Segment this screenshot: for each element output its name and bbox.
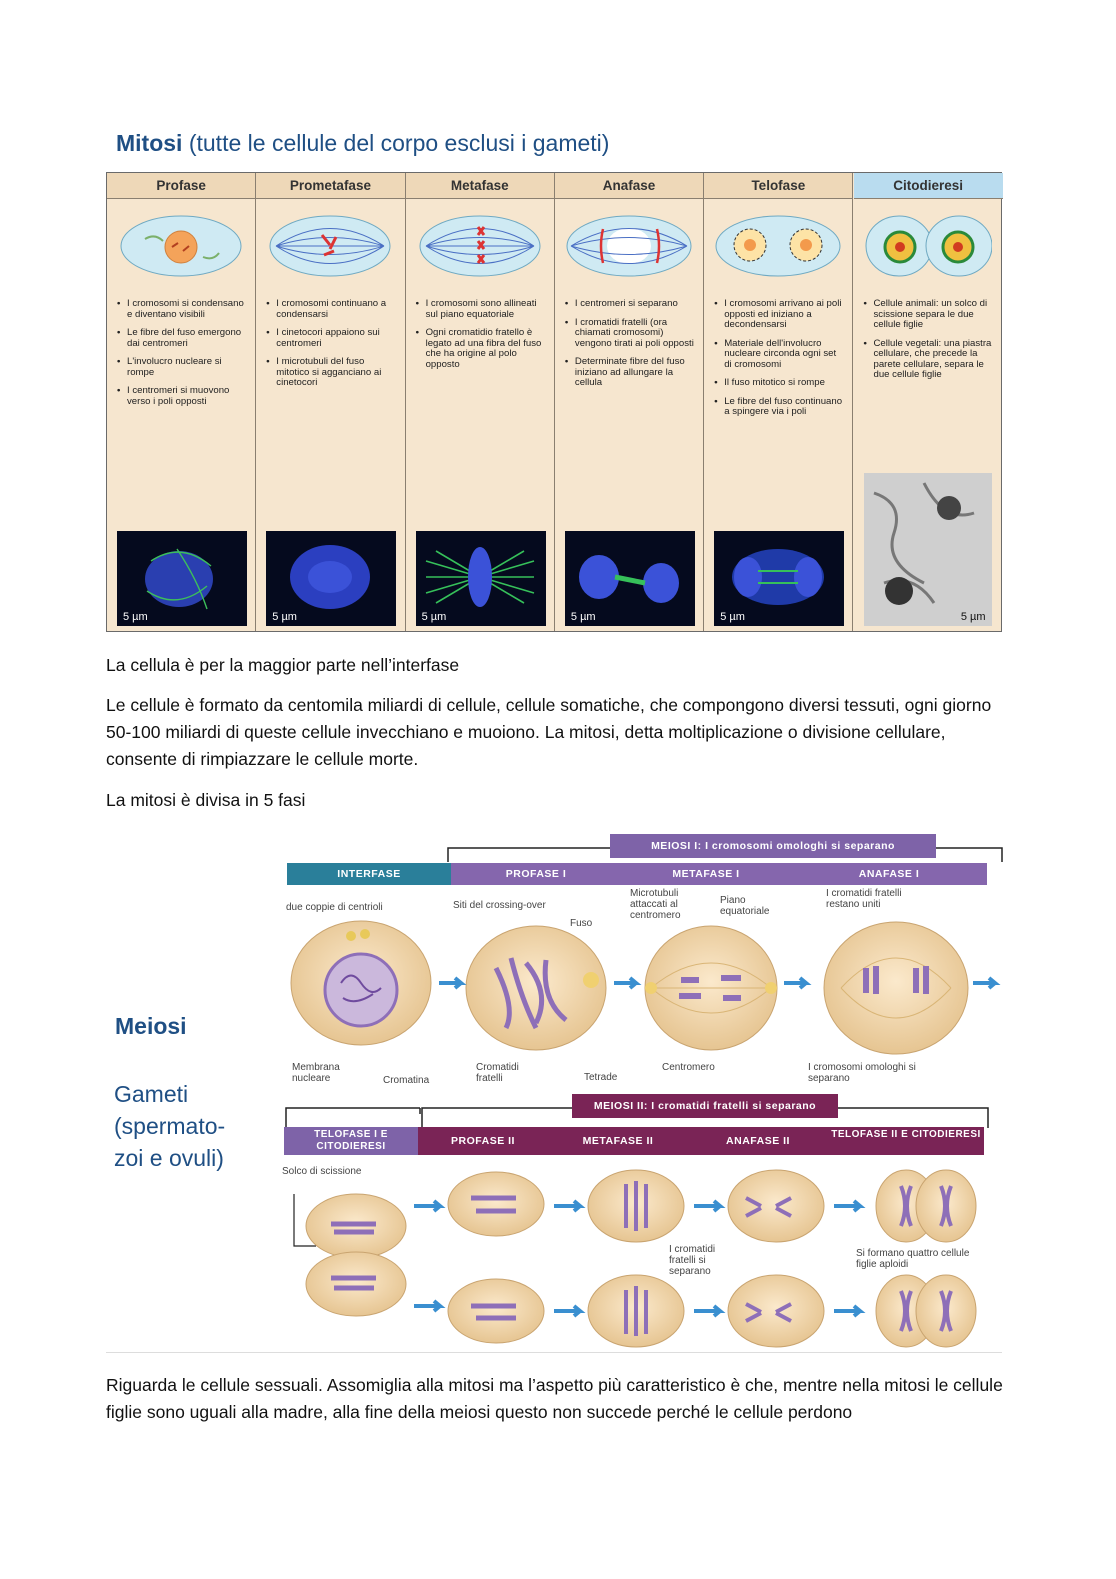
- label-omologhi: I cromosomi omologhi si separano: [808, 1062, 948, 1084]
- band-interfase: INTERFASE: [287, 863, 451, 885]
- mitosis-column-citodieresi: CitodieresiCellule animali: un solco di …: [854, 173, 1003, 631]
- bullet-item: I cromatidi fratelli (ora chiamati cromo…: [565, 318, 695, 350]
- band-profase-1: PROFASE I: [451, 863, 621, 885]
- label-cromatidi-uniti: I cromatidi fratelli restano uniti: [826, 888, 936, 910]
- paragraph-meiosis-description: Riguarda le cellule sessuali. Assomiglia…: [106, 1372, 1006, 1426]
- scale-bar-label: 5 µm: [272, 611, 297, 623]
- mitosis-cell-diagram: [864, 211, 992, 281]
- band-telofase-2: TELOFASE II E CITODIERESI: [828, 1127, 984, 1155]
- mitosis-cell-diagram: [565, 211, 693, 281]
- meiosis-figure: Meiosi Gameti (spermato- zoi e ovuli) ME…: [106, 830, 1002, 1355]
- scale-bar-label: 5 µm: [571, 611, 596, 623]
- scale-bar-label: 5 µm: [720, 611, 745, 623]
- label-centromero: Centromero: [662, 1062, 715, 1073]
- bullet-item: I centromeri si separano: [565, 299, 695, 310]
- mitosis-column-prometafase: Prometafase I cromosomi continuano a cond…: [256, 173, 405, 631]
- bullet-item: Le fibre del fuso emergono dai centromer…: [117, 328, 247, 349]
- label-crossing-over: Siti del crossing-over: [453, 900, 546, 911]
- mitosis-phase-bullets: I cromosomi arrivano ai poli opposti ed …: [714, 299, 844, 426]
- mitosis-cell-diagram: [117, 211, 245, 281]
- label-membrana-nucleare: Membrana nucleare: [292, 1062, 358, 1084]
- bullet-item: I cromosomi arrivano ai poli opposti ed …: [714, 299, 844, 331]
- mitosis-phase-bullets: Cellule animali: un solco di scissione s…: [864, 299, 994, 389]
- label-tetrade: Tetrade: [584, 1072, 617, 1083]
- bullet-item: Ogni cromatidio fratello è legato ad una…: [416, 328, 546, 370]
- mitosis-phase-heading: Telofase: [704, 173, 852, 199]
- mitosis-phases-table: Profase I cromosomi si condensano e diven…: [106, 172, 1002, 632]
- mitosis-cell-diagram: [714, 211, 842, 281]
- meiosis-row2-cells: [286, 1166, 998, 1356]
- band-anafase-2: ANAFASE II: [688, 1127, 828, 1155]
- band-metafase-2: METAFASE II: [548, 1127, 688, 1155]
- band-anafase-1: ANAFASE I: [791, 863, 987, 885]
- bullet-item: Cellule animali: un solco di scissione s…: [864, 299, 994, 331]
- mitosis-cell-diagram: [266, 211, 394, 281]
- mitosis-phase-heading: Prometafase: [256, 173, 404, 199]
- label-fuso: Fuso: [570, 918, 592, 929]
- bullet-item: L'involucro nucleare si rompe: [117, 357, 247, 378]
- label-microtubuli: Microtubuli attaccati al centromero: [630, 888, 700, 921]
- label-cromatidi-fratelli: Cromatidi fratelli: [476, 1062, 536, 1084]
- paragraph-mitosis-phases: La mitosi è divisa in 5 fasi: [106, 787, 1006, 814]
- micrograph-image: 5 µm: [864, 473, 992, 626]
- mitosis-column-profase: Profase I cromosomi si condensano e diven…: [107, 173, 256, 631]
- bullet-item: Determinate fibre del fuso iniziano ad a…: [565, 357, 695, 389]
- bullet-item: I microtubuli del fuso mitotico si aggan…: [266, 357, 396, 389]
- mitosis-phase-heading: Profase: [107, 173, 255, 199]
- scale-bar-label: 5 µm: [961, 611, 986, 623]
- micrograph-image: 5 µm: [565, 531, 695, 626]
- mitosis-column-metafase: Metafase I cromosomi sono allineati sul p…: [406, 173, 555, 631]
- paragraph-mitosis-description: Le cellule è formato da centomila miliar…: [106, 692, 1006, 773]
- mitosis-phase-bullets: I cromosomi sono allineati sul piano equ…: [416, 299, 546, 378]
- label-piano-equatoriale: Piano equatoriale: [720, 895, 790, 917]
- band-metafase-1: METAFASE I: [621, 863, 791, 885]
- mitosis-phase-bullets: I centromeri si separano I cromatidi frat…: [565, 299, 695, 397]
- label-centrioli: due coppie di centrioli: [286, 902, 383, 913]
- bullet-item: I cromosomi sono allineati sul piano equ…: [416, 299, 546, 320]
- band-profase-2: PROFASE II: [418, 1127, 548, 1155]
- bullet-item: I cromosomi si condensano e diventano vi…: [117, 299, 247, 320]
- mitosis-figure-title: Mitosi (tutte le cellule del corpo esclu…: [116, 130, 609, 157]
- scale-bar-label: 5 µm: [422, 611, 447, 623]
- band-telofase-1: TELOFASE I E CITODIERESI: [284, 1127, 418, 1155]
- mitosis-phase-bullets: I cromosomi si condensano e diventano vi…: [117, 299, 247, 415]
- meiosis-subtitle: Gameti (spermato- zoi e ovuli): [114, 1078, 225, 1174]
- meiosis-title: Meiosi: [115, 1013, 187, 1040]
- bullet-item: Cellule vegetali: una piastra cellulare,…: [864, 339, 994, 381]
- bullet-item: Le fibre del fuso continuano a spingere …: [714, 397, 844, 418]
- micrograph-image: 5 µm: [266, 531, 396, 626]
- scale-bar-label: 5 µm: [123, 611, 148, 623]
- mitosis-phase-heading: Metafase: [406, 173, 554, 199]
- meiosis-figure-divider: [106, 1352, 1002, 1353]
- mitosis-column-telofase: Telofase I cromosomi arrivano ai poli opp…: [704, 173, 853, 631]
- mitosis-phase-bullets: I cromosomi continuano a condensarsi I ci…: [266, 299, 396, 397]
- bullet-item: Il fuso mitotico si rompe: [714, 378, 844, 389]
- meiosis2-banner: MEIOSI II: I cromatidi fratelli si separ…: [572, 1094, 838, 1118]
- bullet-item: I cinetocori appaiono sui centromeri: [266, 328, 396, 349]
- micrograph-image: 5 µm: [416, 531, 546, 626]
- micrograph-image: 5 µm: [714, 531, 844, 626]
- label-cromatina: Cromatina: [383, 1075, 429, 1086]
- mitosis-cell-diagram: [416, 211, 544, 281]
- bullet-item: I centromeri si muovono verso i poli opp…: [117, 386, 247, 407]
- meiosis1-banner: MEIOSI I: I cromosomi omologhi si separa…: [610, 834, 936, 858]
- mitosis-column-anafase: Anafase I centromeri si separano I cromati…: [555, 173, 704, 631]
- mitosis-phase-heading: Citodieresi: [854, 173, 1003, 199]
- bullet-item: I cromosomi continuano a condensarsi: [266, 299, 396, 320]
- bullet-item: Materiale dell'involucro nucleare circon…: [714, 339, 844, 371]
- micrograph-image: 5 µm: [117, 531, 247, 626]
- mitosis-phase-heading: Anafase: [555, 173, 703, 199]
- paragraph-interfase: La cellula è per la maggior parte nell’i…: [106, 652, 1006, 679]
